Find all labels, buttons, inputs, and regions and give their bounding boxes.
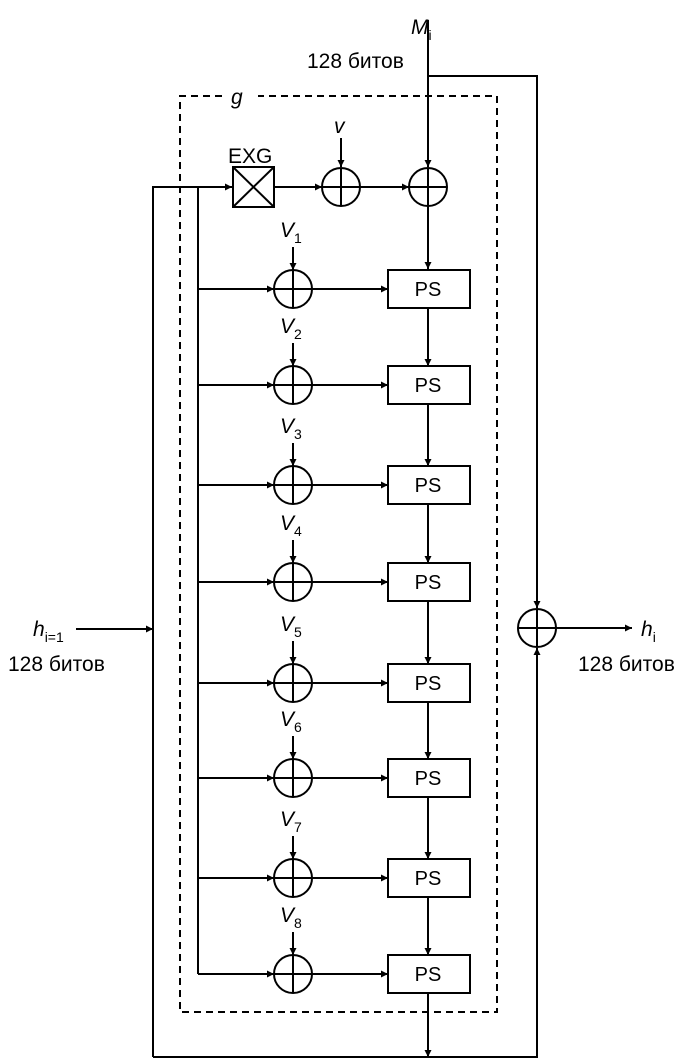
round-stage: PS V5 [198, 613, 471, 759]
ps-label: PS [415, 279, 442, 301]
ps-label: PS [415, 768, 442, 790]
ps-label: PS [415, 868, 442, 890]
output-size-label: 128 битов [578, 653, 675, 676]
g-block-label: g [231, 86, 243, 109]
round-constant-label: V8 [280, 904, 302, 931]
ps-box-1 [387, 269, 471, 309]
ps-box-3 [387, 465, 471, 505]
round-stage: PS V8 [198, 904, 471, 1057]
ps-box-4 [387, 562, 471, 602]
ps-label: PS [415, 375, 442, 397]
prev-hash-symbol: hi=1 [33, 618, 64, 645]
round-constant-label: V5 [280, 613, 302, 640]
ps-box-7 [387, 858, 471, 898]
round-stage: PS V1 [198, 219, 471, 366]
ps-label: PS [415, 673, 442, 695]
round-stage: PS V2 [198, 315, 471, 466]
round-constant-label: V6 [280, 708, 302, 735]
round-stage: PS V4 [198, 512, 471, 664]
ps-label: PS [415, 475, 442, 497]
constant-v-label: v [334, 115, 346, 138]
round-constant-label: V7 [280, 808, 302, 835]
round-stage: PS V3 [198, 415, 471, 563]
round-stage: PS V6 [198, 708, 471, 859]
round-stage: PS V7 [198, 808, 471, 955]
prev-hash-size-label: 128 битов [8, 653, 105, 676]
round-constant-label: V2 [280, 315, 302, 342]
round-constant-label: V4 [280, 512, 302, 539]
message-bypass-line [428, 75, 541, 608]
message-symbol: Mi [411, 16, 432, 43]
ps-box-8 [387, 954, 471, 994]
round-constant-label: V3 [280, 415, 302, 442]
exg-cross [232, 166, 275, 208]
g-block-boundary [179, 95, 498, 1013]
round-constant-label: V1 [280, 219, 302, 246]
bottom-return-line [153, 648, 541, 1058]
exg-label: EXG [228, 145, 272, 168]
message-size-label: 128 битов [307, 50, 404, 73]
ps-label: PS [415, 572, 442, 594]
feedback-loop-line [152, 183, 232, 1057]
ps-label: PS [415, 964, 442, 986]
output-hash-symbol: hi [641, 618, 656, 645]
